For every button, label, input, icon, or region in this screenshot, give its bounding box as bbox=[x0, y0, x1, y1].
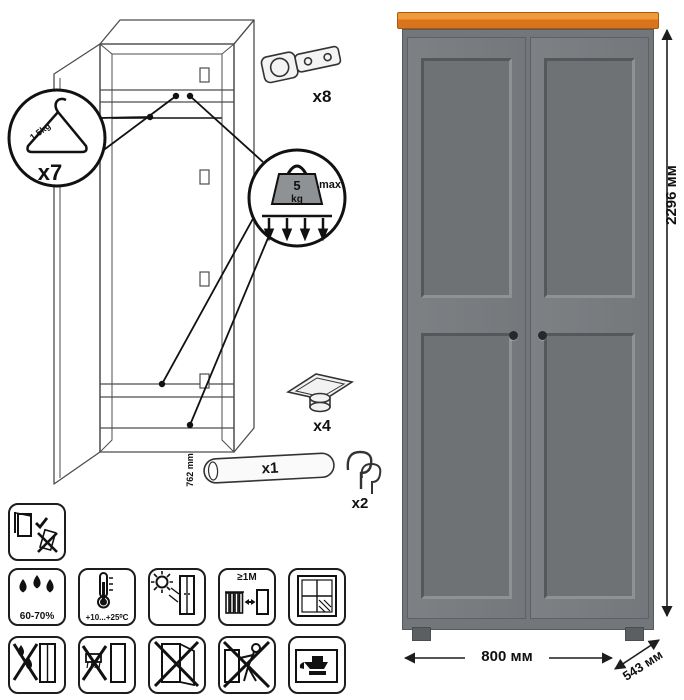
temperature-label: +10...+25⁰C bbox=[85, 613, 129, 622]
right-door-upper-panel bbox=[544, 58, 635, 298]
callout-pointers bbox=[98, 95, 269, 426]
temperature-icon: +10...+25⁰C bbox=[78, 568, 136, 626]
wardrobe-line-art: 1.5kg x7 5 kg max bbox=[7, 19, 382, 512]
foot-count-label: x4 bbox=[313, 418, 331, 435]
no-drag-icon bbox=[218, 636, 276, 694]
heat-distance-icon: ≥1M bbox=[218, 568, 276, 626]
distance-label: ≥1M bbox=[237, 572, 257, 583]
hanger-count-label: x7 bbox=[38, 160, 62, 185]
pointer-dots bbox=[146, 92, 194, 429]
wardrobe-foot-left bbox=[412, 627, 431, 641]
hinge-marks bbox=[199, 67, 210, 389]
left-door-knob bbox=[509, 331, 518, 340]
wardrobe-top-trim bbox=[397, 12, 659, 29]
anti-tip-anchor-icon bbox=[8, 503, 66, 561]
depth-dimension-line bbox=[614, 639, 660, 670]
load-unit-label: kg bbox=[291, 194, 303, 205]
hook-icon bbox=[346, 450, 382, 494]
sunlight-warning-icon bbox=[148, 568, 206, 626]
rod-icon: x1 bbox=[203, 452, 335, 484]
wardrobe-render bbox=[397, 12, 659, 644]
rod-length-label: 762 mm bbox=[185, 453, 195, 487]
left-door bbox=[407, 37, 526, 619]
wardrobe-body bbox=[402, 29, 654, 641]
left-door-upper-panel bbox=[421, 58, 512, 298]
carcass-outline bbox=[53, 19, 255, 485]
load-arrows bbox=[262, 214, 332, 242]
hanger-capacity-label: 1.5kg bbox=[28, 121, 52, 143]
hinge-count-label: x8 bbox=[313, 87, 332, 106]
right-door bbox=[530, 37, 649, 619]
height-dimension-label: 2296 мм bbox=[663, 165, 680, 225]
depth-dimension-label: 543 мм bbox=[620, 647, 666, 684]
right-door-lower-panel bbox=[544, 333, 635, 599]
hanger-icon bbox=[26, 97, 88, 154]
shelf-load-callout: 5 kg max bbox=[247, 148, 347, 248]
heavy-object-icon bbox=[288, 636, 346, 694]
humidity-icon: 60-70% bbox=[8, 568, 66, 626]
humidity-label: 60-70% bbox=[19, 611, 55, 622]
hook-count-label: x2 bbox=[352, 495, 369, 512]
no-abrasive-icon bbox=[78, 636, 136, 694]
rod-count-label: x1 bbox=[261, 460, 279, 478]
wardrobe-foot-right bbox=[625, 627, 644, 641]
load-value-label: 5 bbox=[293, 178, 300, 193]
foot-hardware-icon bbox=[285, 373, 355, 413]
hinge-hardware-icon bbox=[260, 45, 342, 84]
ventilation-icon bbox=[288, 568, 346, 626]
no-moisture-icon bbox=[8, 636, 66, 694]
width-dimension-label: 800 мм bbox=[481, 648, 532, 665]
left-door-lower-panel bbox=[421, 333, 512, 599]
load-max-label: max bbox=[319, 179, 342, 191]
right-door-knob bbox=[538, 331, 547, 340]
no-door-load-icon bbox=[148, 636, 206, 694]
hanger-callout: 1.5kg x7 bbox=[7, 88, 107, 188]
weight-icon: 5 kg max bbox=[270, 164, 342, 205]
